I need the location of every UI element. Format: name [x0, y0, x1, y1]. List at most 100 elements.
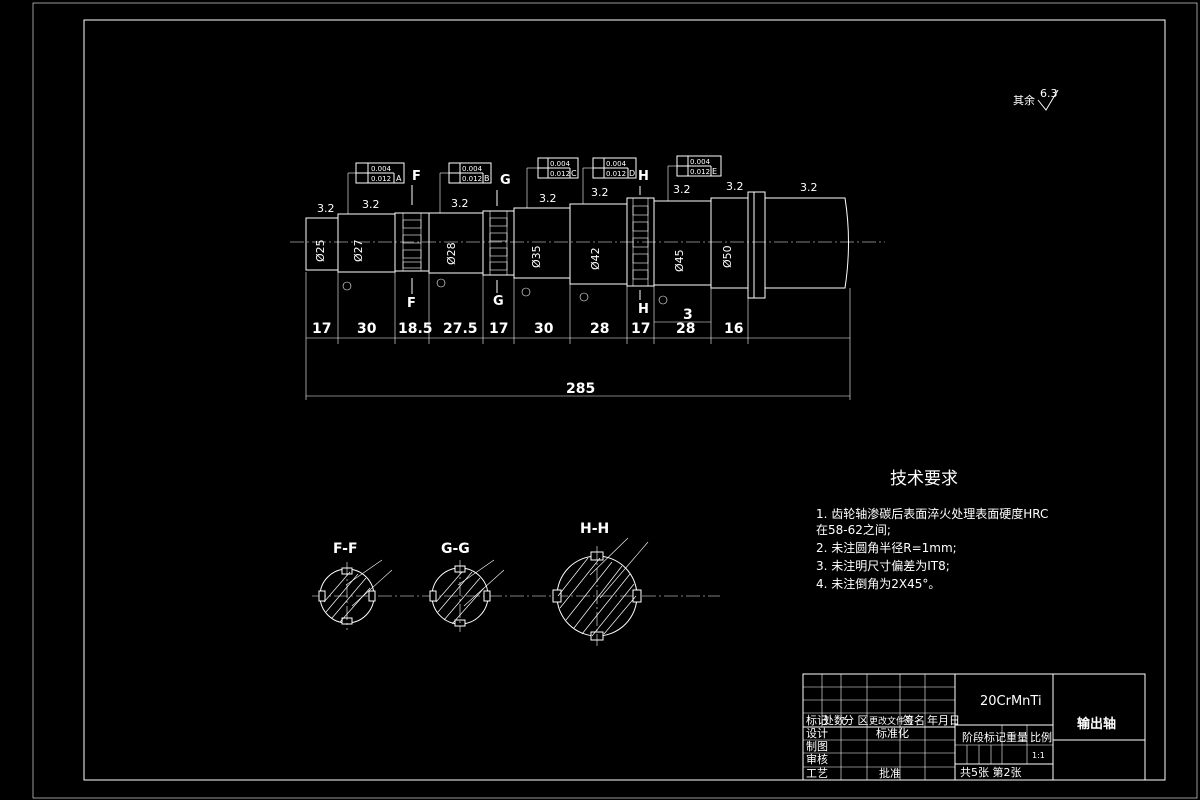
tb-header-count: 处数: [823, 714, 845, 727]
roughness-check-icon: [1037, 89, 1059, 111]
cut-letter-G-bottom: G: [493, 294, 504, 309]
datum-symbols: [342, 278, 668, 305]
roughness-mark-7: 3.2: [726, 180, 744, 193]
roughness-mark-1: 3.2: [317, 202, 335, 215]
tolerance-frame-D: 0.004 0.012 D: [582, 157, 637, 204]
tb-header-mark: 标记: [806, 713, 828, 727]
tb-material: 20CrMnTi: [980, 694, 1042, 709]
dim-16: 16: [724, 321, 743, 337]
cut-letter-G-top: G: [500, 173, 511, 188]
tb-process: 工艺: [806, 767, 828, 780]
default-roughness-label: 其余: [1013, 93, 1035, 107]
diameter-label-7: Ø42: [589, 247, 602, 270]
svg-text:0.012: 0.012: [371, 175, 391, 183]
tolerance-frames: 0.004 0.012 A 0.004 0.012 B 0.004 0.012 …: [347, 155, 722, 214]
shaft-end: [764, 197, 849, 289]
tolerance-frame-E: 0.004 0.012 E: [667, 155, 722, 201]
dim-overall-285: 285: [566, 381, 595, 397]
cut-letter-F-top: F: [412, 169, 421, 184]
tb-part-name: 输出轴: [1077, 716, 1116, 732]
roughness-marks: 3.2 3.2 3.2 3.2 3.2 3.2 3.2 3.2: [317, 180, 818, 215]
tech-req-item-3: 3. 未注明尺寸偏差为IT8;: [816, 558, 950, 573]
svg-text:D: D: [629, 169, 635, 178]
tb-scale-label: 比例: [1030, 730, 1052, 744]
tb-approve: 批准: [879, 766, 901, 780]
svg-text:C: C: [571, 169, 577, 178]
tb-scale-value: 1:1: [1032, 751, 1045, 760]
tech-req-item-2: 2. 未注圆角半径R=1mm;: [816, 540, 957, 555]
dim-30-b: 30: [534, 321, 554, 337]
svg-text:0.012: 0.012: [550, 170, 570, 178]
diameter-label-10: Ø50: [721, 245, 734, 268]
diameter-label-2: Ø27: [352, 239, 365, 262]
dim-18-5: 18.5: [398, 321, 433, 337]
svg-text:0.012: 0.012: [606, 170, 626, 178]
roughness-mark-4: 3.2: [539, 192, 557, 205]
tb-check: 审核: [806, 752, 828, 766]
gear-H-teeth: [632, 198, 649, 286]
svg-text:E: E: [712, 167, 717, 176]
section-views: F-F G-G H-H: [312, 521, 720, 646]
shaft-seg-7: [569, 203, 628, 285]
tech-requirements-heading: 技术要求: [890, 469, 958, 489]
tb-header-zone: 分 区: [843, 714, 869, 727]
diameter-label-4: Ø28: [445, 242, 458, 265]
roughness-mark-6: 3.2: [673, 183, 691, 196]
default-roughness-note: 其余 6.3: [1013, 87, 1059, 111]
shaft-main-view: Ø25 Ø27 Ø28 Ø35 Ø42 Ø45 Ø50 3.2 3.2 3.2 …: [290, 155, 885, 400]
svg-text:0.004: 0.004: [606, 160, 627, 168]
diameter-label-9: Ø45: [673, 249, 686, 272]
dim-30-a: 30: [357, 321, 377, 337]
cut-letter-F-bottom: F: [407, 296, 416, 311]
dim-17-a: 17: [312, 321, 331, 337]
tb-stage-label: 阶段标记: [962, 730, 1006, 744]
dim-3: 3: [683, 307, 693, 323]
tb-sheet-info: 共5张 第2张: [960, 765, 1022, 779]
cut-letter-H-bottom: H: [638, 302, 649, 317]
svg-text:A: A: [396, 174, 402, 183]
section-title-H: H-H: [580, 521, 609, 537]
section-title-F: F-F: [333, 541, 358, 557]
tb-draw: 制图: [806, 740, 828, 753]
dim-27-5: 27.5: [443, 321, 478, 337]
tech-req-item-1: 1. 齿轮轴渗碳后表面淬火处理表面硬度HRC: [816, 506, 1048, 521]
dim-28-b: 28: [676, 321, 695, 337]
svg-text:0.004: 0.004: [690, 158, 711, 166]
tb-weight-label: 重量: [1006, 730, 1028, 744]
roughness-mark-8: 3.2: [800, 181, 818, 194]
tolerance-frame-B: 0.004 0.012 B: [439, 162, 492, 213]
shaft-seg-2: [337, 213, 396, 273]
cut-letter-H-top: H: [638, 169, 649, 184]
section-title-G: G-G: [441, 541, 470, 557]
shaft-collar: [747, 191, 766, 299]
roughness-mark-2: 3.2: [362, 198, 380, 211]
svg-text:0.012: 0.012: [462, 175, 482, 183]
diameter-labels: Ø25 Ø27 Ø28 Ø35 Ø42 Ø45 Ø50: [314, 239, 734, 272]
svg-text:0.004: 0.004: [371, 165, 392, 173]
section-cut-markers: F F G G H H: [407, 169, 649, 317]
tech-req-item-4: 4. 未注倒角为2X45°。: [816, 576, 940, 591]
tolerance-frame-A: 0.004 0.012 A: [347, 162, 405, 214]
svg-text:0.012: 0.012: [690, 168, 710, 176]
gear-G-teeth: [489, 211, 508, 275]
gear-F-teeth: [402, 213, 422, 271]
roughness-mark-3: 3.2: [451, 197, 469, 210]
inner-frame: [83, 19, 1166, 781]
dim-28-a: 28: [590, 321, 609, 337]
svg-text:B: B: [484, 174, 490, 183]
dimension-chain: 17 30 18.5 27.5 17 30 28 17 28 16 3 285: [305, 272, 851, 400]
outer-border: [32, 2, 1198, 799]
roughness-mark-5: 3.2: [591, 186, 609, 199]
tb-header-sign: 签名: [903, 713, 925, 727]
section-view-G: G-G: [429, 541, 505, 632]
dim-17-c: 17: [631, 321, 650, 337]
tolerance-frame-C: 0.004 0.012 C: [526, 157, 579, 208]
default-roughness-value: 6.3: [1040, 87, 1058, 100]
section-view-F: F-F: [318, 541, 393, 630]
title-block: 标记 处数 分 区 更改文件号 签名 年月日 设计 标准化 制图 审核 工艺 批…: [802, 673, 1146, 781]
technical-requirements: 技术要求 1. 齿轮轴渗碳后表面淬火处理表面硬度HRC 在58-62之间; 2.…: [816, 469, 1048, 591]
tech-req-item-1b: 在58-62之间;: [816, 523, 891, 537]
diameter-label-1: Ø25: [314, 239, 327, 262]
svg-text:0.004: 0.004: [550, 160, 571, 168]
